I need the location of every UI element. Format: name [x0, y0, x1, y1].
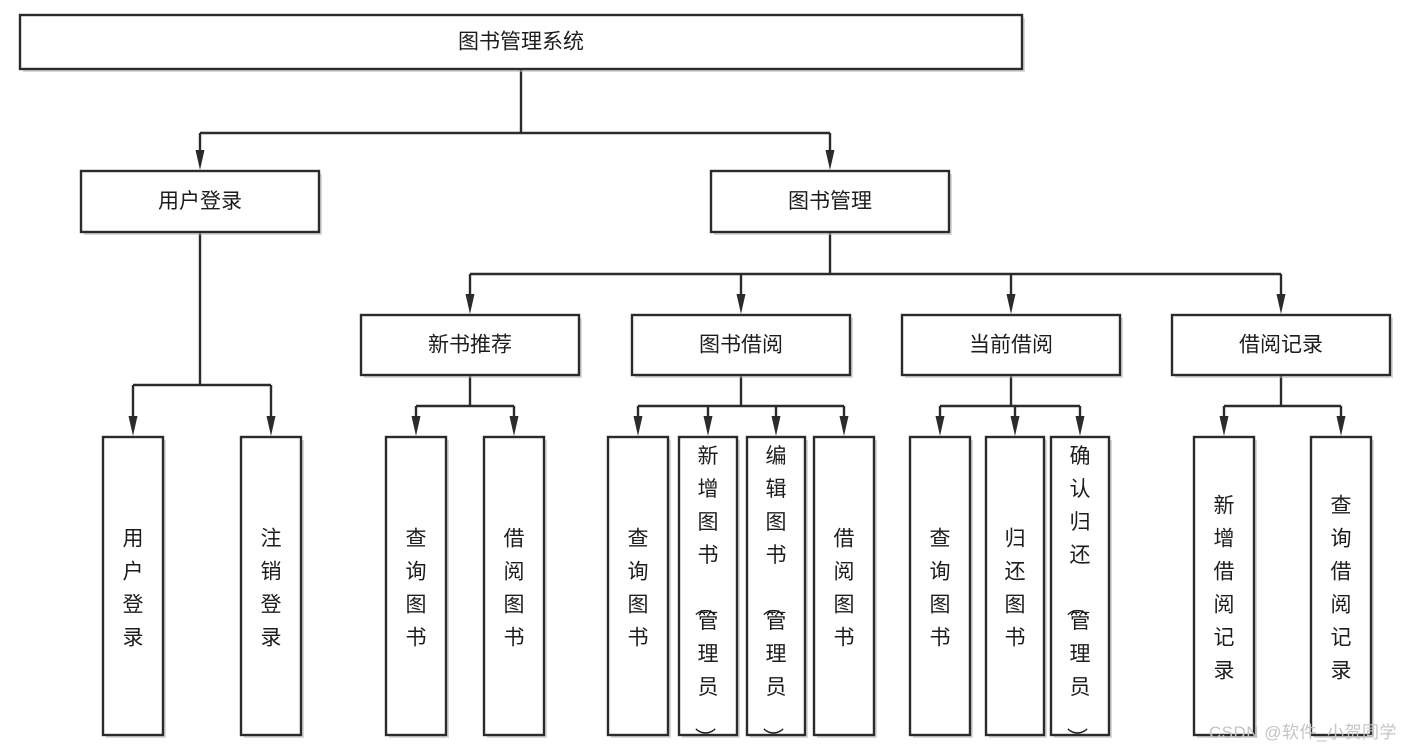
arrowhead-root-1 [825, 150, 835, 170]
node-box-borrow-record[interactable] [1170, 313, 1392, 377]
node-box-user-login-do[interactable] [101, 435, 165, 737]
node-query-book-2[interactable]: 查询图书 [606, 435, 671, 738]
arrowhead-book-manage-0 [465, 294, 475, 314]
arrowhead-book-borrow-3 [839, 416, 849, 436]
node-label-root: 图书管理系统 [458, 31, 584, 54]
node-box-query-borrow-record[interactable] [1309, 435, 1373, 737]
arrowhead-user-login-0 [128, 416, 138, 436]
node-label-borrow-book-2: 借阅图书 [834, 528, 855, 650]
node-user-login-do[interactable]: 用户登录 [101, 435, 166, 738]
node-return-book[interactable]: 归还图书 [984, 435, 1047, 738]
node-label-borrow-record: 借阅记录 [1239, 334, 1323, 357]
node-box-add-book-admin[interactable] [677, 435, 739, 737]
node-box-user-login[interactable] [79, 169, 321, 234]
arrowhead-current-borrow-1 [1010, 416, 1020, 436]
node-label-query-book-1: 查询图书 [406, 528, 427, 650]
node-label-current-borrow: 当前借阅 [969, 334, 1053, 357]
node-user-logout[interactable]: 注销登录 [239, 435, 304, 738]
arrowhead-book-manage-3 [1276, 294, 1286, 314]
node-box-new-book-recommend[interactable] [359, 313, 581, 377]
node-label-return-book: 归还图书 [1005, 528, 1026, 650]
node-borrow-record[interactable]: 借阅记录 [1170, 313, 1393, 378]
node-box-current-borrow[interactable] [900, 313, 1122, 377]
arrowhead-book-borrow-1 [703, 416, 713, 436]
node-new-book-recommend[interactable]: 新书推荐 [359, 313, 582, 378]
csdn-watermark: CSDN @软件_小贺同学 [1208, 723, 1397, 742]
arrowhead-book-manage-1 [736, 294, 746, 314]
arrowhead-new-book-recommend-0 [411, 416, 421, 436]
node-layer: 图书管理系统用户登录图书管理用户登录注销登录新书推荐图书借阅当前借阅借阅记录查询… [18, 13, 1393, 747]
node-book-manage[interactable]: 图书管理 [709, 169, 952, 235]
node-box-root[interactable] [18, 13, 1024, 71]
arrowhead-current-borrow-2 [1075, 416, 1085, 436]
node-box-borrow-book-1[interactable] [482, 435, 546, 737]
node-label-borrow-book-1: 借阅图书 [504, 528, 525, 650]
node-box-query-book-3[interactable] [908, 435, 972, 737]
arrowhead-book-manage-2 [1006, 294, 1016, 314]
connector-layer [128, 69, 1346, 436]
arrowhead-borrow-record-1 [1336, 416, 1346, 436]
node-confirm-return-admin[interactable]: 确认归还（管理员） [1049, 435, 1112, 747]
node-box-confirm-return-admin[interactable] [1049, 435, 1111, 737]
arrowhead-book-borrow-0 [633, 416, 643, 436]
node-add-book-admin[interactable]: 新增图书（管理员） [677, 435, 740, 747]
node-user-login[interactable]: 用户登录 [79, 169, 322, 235]
node-box-return-book[interactable] [984, 435, 1046, 737]
node-root[interactable]: 图书管理系统 [18, 13, 1025, 72]
node-edit-book-admin[interactable]: 编辑图书（管理员） [745, 435, 808, 747]
node-label-add-book-admin: 新增图书（管理员） [693, 445, 719, 747]
node-label-user-logout: 注销登录 [261, 528, 282, 650]
node-label-user-login-do: 用户登录 [123, 528, 144, 650]
node-label-query-borrow-record: 查询借阅记录 [1331, 495, 1352, 683]
arrowhead-new-book-recommend-1 [509, 416, 519, 436]
node-borrow-book-2[interactable]: 借阅图书 [812, 435, 877, 738]
node-label-query-book-3: 查询图书 [930, 528, 951, 650]
node-book-borrow[interactable]: 图书借阅 [630, 313, 853, 378]
node-box-book-borrow[interactable] [630, 313, 852, 377]
node-add-borrow-record[interactable]: 新增借阅记录 [1192, 435, 1257, 738]
node-current-borrow[interactable]: 当前借阅 [900, 313, 1123, 378]
arrowhead-root-0 [195, 150, 205, 170]
node-box-query-book-1[interactable] [384, 435, 448, 737]
node-box-book-manage[interactable] [709, 169, 951, 234]
node-label-add-borrow-record: 新增借阅记录 [1214, 495, 1235, 683]
node-label-user-login: 用户登录 [158, 190, 242, 213]
node-box-add-borrow-record[interactable] [1192, 435, 1256, 737]
arrowhead-user-login-1 [266, 416, 276, 436]
node-label-confirm-return-admin: 确认归还（管理员） [1065, 445, 1091, 747]
node-label-edit-book-admin: 编辑图书（管理员） [761, 445, 787, 747]
node-box-edit-book-admin[interactable] [745, 435, 807, 737]
node-box-query-book-2[interactable] [606, 435, 670, 737]
node-query-book-3[interactable]: 查询图书 [908, 435, 973, 738]
node-query-borrow-record[interactable]: 查询借阅记录 [1309, 435, 1374, 738]
node-label-new-book-recommend: 新书推荐 [428, 334, 512, 357]
arrowhead-current-borrow-0 [935, 416, 945, 436]
node-box-borrow-book-2[interactable] [812, 435, 876, 737]
node-query-book-1[interactable]: 查询图书 [384, 435, 449, 738]
node-label-book-borrow: 图书借阅 [699, 334, 783, 357]
node-label-book-manage: 图书管理 [788, 190, 872, 213]
arrowhead-book-borrow-2 [771, 416, 781, 436]
node-label-query-book-2: 查询图书 [628, 528, 649, 650]
node-box-user-logout[interactable] [239, 435, 303, 737]
node-borrow-book-1[interactable]: 借阅图书 [482, 435, 547, 738]
arrowhead-borrow-record-0 [1219, 416, 1229, 436]
